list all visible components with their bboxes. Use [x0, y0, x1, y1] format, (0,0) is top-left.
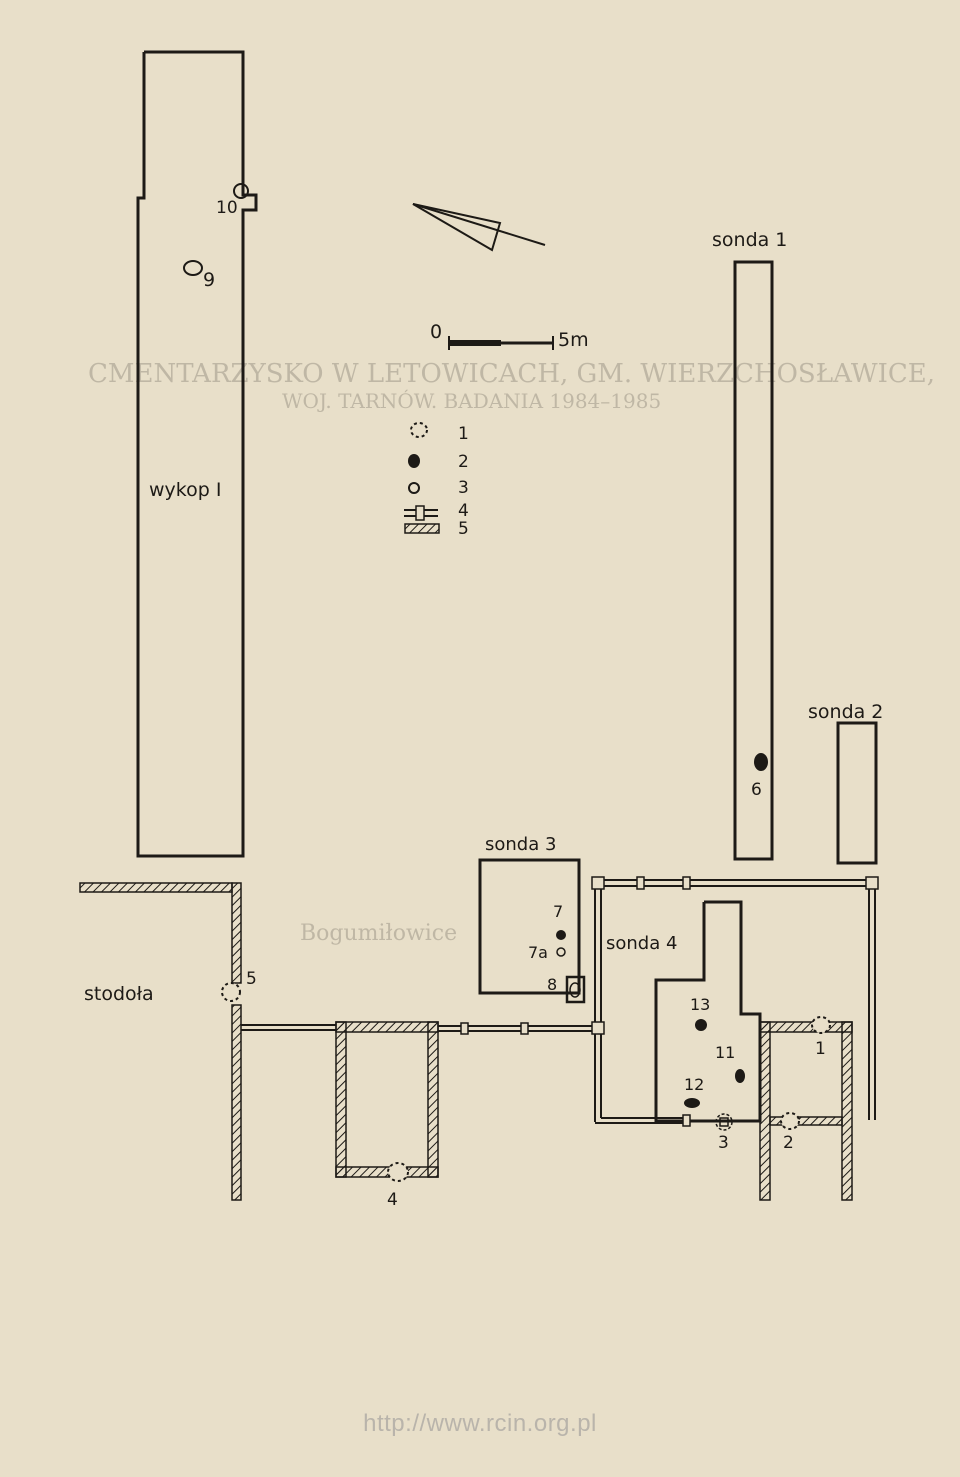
- building-west: [335, 1021, 439, 1178]
- sonda-4-label: sonda 4: [606, 933, 677, 954]
- trench-sonda-3: sonda 3: [478, 834, 581, 995]
- dashed-circle-icon: [387, 1162, 409, 1182]
- empty-circle-icon: [569, 982, 581, 998]
- feature-7-label: 7: [553, 902, 563, 921]
- empty-circle-icon: [408, 482, 420, 494]
- filled-circle-icon: [735, 1069, 745, 1083]
- feature-2: 2: [780, 1112, 800, 1153]
- wykop-label: wykop I: [149, 479, 221, 501]
- dashed-circle-icon: [221, 982, 241, 1002]
- filled-circle-icon: [754, 753, 768, 771]
- scale-zero-label: 0: [430, 321, 442, 343]
- feature-10: 10: [216, 183, 249, 218]
- dashed-circle-icon: [780, 1112, 800, 1130]
- feature-7: 7: [553, 902, 566, 940]
- wall-hatch-icon: [404, 523, 440, 534]
- feature-5: 5: [221, 969, 257, 1002]
- fence-post-icon: [404, 505, 438, 521]
- legend-label-3: 3: [458, 478, 469, 498]
- feature-3-label: 3: [718, 1133, 729, 1153]
- filled-circle-icon: [684, 1098, 700, 1108]
- bleed-through-text: CMENTARZYSKO W LETOWICACH, GM. WIERZCHOS…: [88, 359, 935, 946]
- dashed-circle-icon: [811, 1016, 831, 1034]
- trench-sonda-1: sonda 1: [712, 229, 787, 861]
- bleed-place-name: Bogumiłowice: [300, 921, 457, 946]
- feature-8-label: 8: [547, 975, 557, 994]
- feature-7a-label: 7a: [528, 943, 548, 962]
- fence-line-middle: [438, 1022, 594, 1035]
- barn-label: stodoła: [84, 983, 154, 1005]
- trench-sonda-2: sonda 2: [808, 701, 883, 865]
- feature-3: 3: [715, 1113, 733, 1153]
- feature-6-label: 6: [751, 780, 762, 800]
- legend-label-5: 5: [458, 519, 469, 539]
- feature-6: 6: [751, 753, 768, 800]
- feature-13: 13: [690, 995, 710, 1031]
- sonda-3-label: sonda 3: [485, 834, 556, 855]
- feature-12: 12: [684, 1075, 704, 1108]
- scale-bar: 0 5m: [430, 321, 589, 351]
- sonda-2-label: sonda 2: [808, 701, 883, 723]
- empty-circle-icon: [556, 947, 566, 957]
- north-arrow-icon: [412, 203, 546, 252]
- feature-7a: 7a: [528, 943, 566, 962]
- feature-8: 8: [547, 975, 586, 1004]
- trench-sonda-4: sonda 4: [606, 900, 762, 1123]
- footer-url: http://www.rcin.org.pl: [363, 1410, 597, 1437]
- feature-11-label: 11: [715, 1043, 735, 1062]
- bleed-heading-line2: WOJ. TARNÓW. BADANIA 1984–1985: [282, 388, 661, 413]
- bleed-heading-line1: CMENTARZYSKO W LETOWICACH, GM. WIERZCHOS…: [88, 359, 935, 389]
- empty-circle-icon: [233, 183, 249, 199]
- filled-circle-icon: [695, 1019, 707, 1031]
- building-east: [759, 1021, 853, 1201]
- dashed-circle-icon: [410, 422, 428, 438]
- filled-circle-icon: [556, 930, 566, 940]
- feature-9-label: 9: [203, 269, 215, 291]
- feature-4: 4: [387, 1162, 409, 1210]
- feature-13-label: 13: [690, 995, 710, 1014]
- legend: 1 2 3 4 5: [404, 422, 469, 539]
- dashed-circle-icon: [715, 1113, 733, 1131]
- feature-12-label: 12: [684, 1075, 704, 1094]
- feature-10-label: 10: [216, 198, 238, 218]
- fence-courtyard: [591, 876, 879, 1127]
- feature-1: 1: [811, 1016, 831, 1059]
- trench-wykop-1: wykop I: [136, 50, 258, 858]
- feature-5-label: 5: [246, 969, 257, 989]
- legend-label-1: 1: [458, 424, 469, 444]
- feature-11: 11: [715, 1043, 745, 1083]
- legend-label-4: 4: [458, 501, 469, 521]
- feature-9: 9: [183, 260, 215, 291]
- feature-1-label: 1: [815, 1039, 826, 1059]
- barn-walls: stodoła: [79, 882, 242, 1201]
- sonda-1-label: sonda 1: [712, 229, 787, 251]
- filled-circle-icon: [408, 454, 420, 468]
- feature-4-label: 4: [387, 1190, 398, 1210]
- feature-2-label: 2: [783, 1133, 794, 1153]
- legend-label-2: 2: [458, 452, 469, 472]
- empty-circle-icon: [183, 260, 203, 276]
- scale-end-label: 5m: [558, 329, 589, 351]
- fence-line-west: [241, 1024, 336, 1031]
